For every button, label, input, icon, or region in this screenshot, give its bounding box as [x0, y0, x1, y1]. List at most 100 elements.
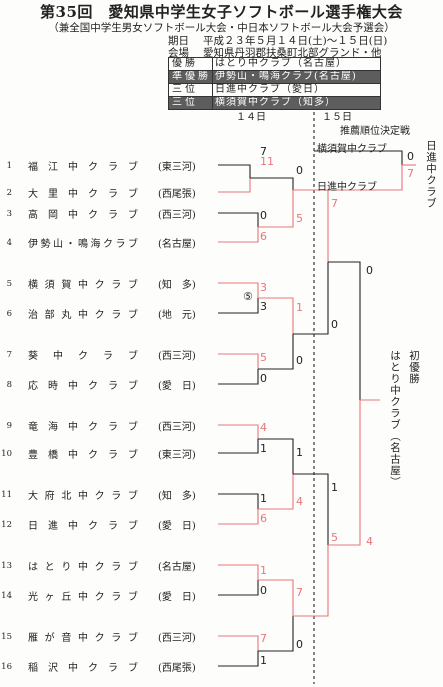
team-number: 16 [1, 661, 12, 672]
team-name: 大里中クラブ [28, 189, 138, 200]
team-row: 4 伊勢山・鳴海クラブ (名古屋) [0, 235, 196, 251]
team-number: 9 [6, 420, 12, 431]
r3-line-2 [293, 262, 329, 335]
team-number: 2 [6, 187, 12, 198]
team-region: (名古屋) [158, 239, 196, 250]
third-place-winner: 日進中クラブ [425, 140, 437, 209]
venue-label: 会場 [168, 47, 189, 59]
team-number: 13 [1, 560, 12, 571]
team-name: 大府北中クラブ [28, 491, 138, 502]
score-value: 0 [296, 164, 303, 177]
r1-line-1 [218, 164, 251, 178]
team-region: (愛 日) [158, 592, 196, 603]
third-top-line [314, 150, 403, 165]
r1-line-11 [218, 493, 259, 509]
team-row: 11 大府北中クラブ (知 多) [0, 487, 196, 503]
r1-line-3 [218, 212, 259, 227]
final-line-1 [328, 261, 361, 400]
score-value: 4 [296, 495, 303, 508]
team-name: はとり中クラブ [28, 562, 138, 573]
r2-line-6 [258, 474, 294, 510]
third-place-label: 推薦順位決定戦 [340, 126, 410, 137]
score-value: 1 [296, 301, 303, 314]
team-region: (東三河) [158, 450, 196, 461]
third-place-team-bottom: 日進中クラブ [317, 182, 377, 193]
team-number: 11 [1, 489, 12, 500]
team-name: 葵中クラブ [28, 351, 138, 362]
champion-name: はとり中クラブ（名古屋） [389, 350, 401, 488]
r3-line-4 [293, 545, 329, 617]
r2-line-2 [258, 190, 294, 228]
team-number: 8 [6, 379, 12, 390]
third-place-team-top: 横須賀中クラブ [317, 144, 387, 155]
score-note: ⑤ [243, 290, 253, 303]
team-name: 伊勢山・鳴海クラブ [28, 239, 138, 250]
team-region: (西三河) [158, 351, 196, 362]
r2-line-5 [258, 438, 294, 474]
score-value: 7 [260, 145, 267, 158]
score-value: 3 [260, 300, 267, 313]
score-value: 5 [260, 351, 267, 364]
score-value: 6 [260, 230, 267, 243]
score-value: 0 [260, 209, 267, 222]
team-region: (西尾張) [158, 663, 196, 674]
team-region: (名古屋) [158, 562, 196, 573]
r2-line-7 [258, 579, 294, 616]
score-value: 0 [296, 638, 303, 651]
r1-line-8 [218, 369, 259, 385]
third-place-score-top: 0 [407, 150, 414, 163]
team-region: (知 多) [158, 491, 196, 502]
team-number: 14 [1, 590, 12, 601]
score-value: 1 [296, 446, 303, 459]
team-row: 10 豊橋中クラブ (東三河) [0, 446, 196, 462]
final-line-2 [328, 400, 361, 546]
r1-line-10 [218, 439, 259, 454]
team-number: 4 [6, 237, 12, 248]
results-table: 優勝 はとり中クラブ（名古屋） 準優勝 伊勢山・鳴海クラブ(名古屋) 三位 日進… [168, 57, 381, 110]
result-row: 準優勝 伊勢山・鳴海クラブ(名古屋) [169, 71, 380, 84]
score-value: 0 [331, 318, 338, 331]
r1-line-6 [218, 298, 259, 314]
r2-line-3 [258, 297, 294, 334]
team-region: (西三河) [158, 210, 196, 221]
score-value: 0 [260, 372, 267, 385]
day1-label: １４日 [236, 112, 266, 123]
result-label: 三位 [169, 97, 213, 109]
team-row: 13 はとり中クラブ (名古屋) [0, 558, 196, 574]
team-number: 15 [1, 631, 12, 642]
team-name: 応時中クラブ [28, 381, 138, 392]
team-name: 光ヶ丘中クラブ [28, 592, 138, 603]
score-value: 5 [331, 531, 338, 544]
date-label: 期日 [168, 35, 189, 47]
team-region: (愛 日) [158, 381, 196, 392]
team-region: (東三河) [158, 162, 196, 173]
result-label: 優勝 [169, 58, 213, 70]
team-name: 高岡中クラブ [28, 210, 138, 221]
score-value: 0 [260, 584, 267, 597]
r1-line-5 [218, 282, 259, 298]
r3-line-1 [293, 189, 329, 262]
team-name: 豊橋中クラブ [28, 450, 138, 461]
team-region: (西尾張) [158, 189, 196, 200]
result-row: 優勝 はとり中クラブ（名古屋） [169, 58, 380, 71]
result-value: はとり中クラブ（名古屋） [215, 58, 347, 69]
r1-line-7 [218, 353, 259, 369]
team-name: 横須賀中クラブ [28, 280, 138, 291]
r1-line-4 [218, 227, 259, 243]
team-name: 竜海中クラブ [28, 422, 138, 433]
team-number: 12 [1, 519, 12, 530]
r1-line-9 [218, 424, 259, 439]
score-value: 6 [260, 512, 267, 525]
team-number: 10 [1, 448, 12, 459]
score-value: 4 [366, 535, 373, 548]
team-row: 14 光ヶ丘中クラブ (愛 日) [0, 588, 196, 604]
score-value: 1 [260, 492, 267, 505]
team-row: 3 高岡中クラブ (西三河) [0, 206, 196, 222]
result-value: 横須賀中クラブ（知多） [215, 97, 336, 108]
team-number: 3 [6, 208, 12, 219]
team-name: 雁が音中クラブ [28, 633, 138, 644]
